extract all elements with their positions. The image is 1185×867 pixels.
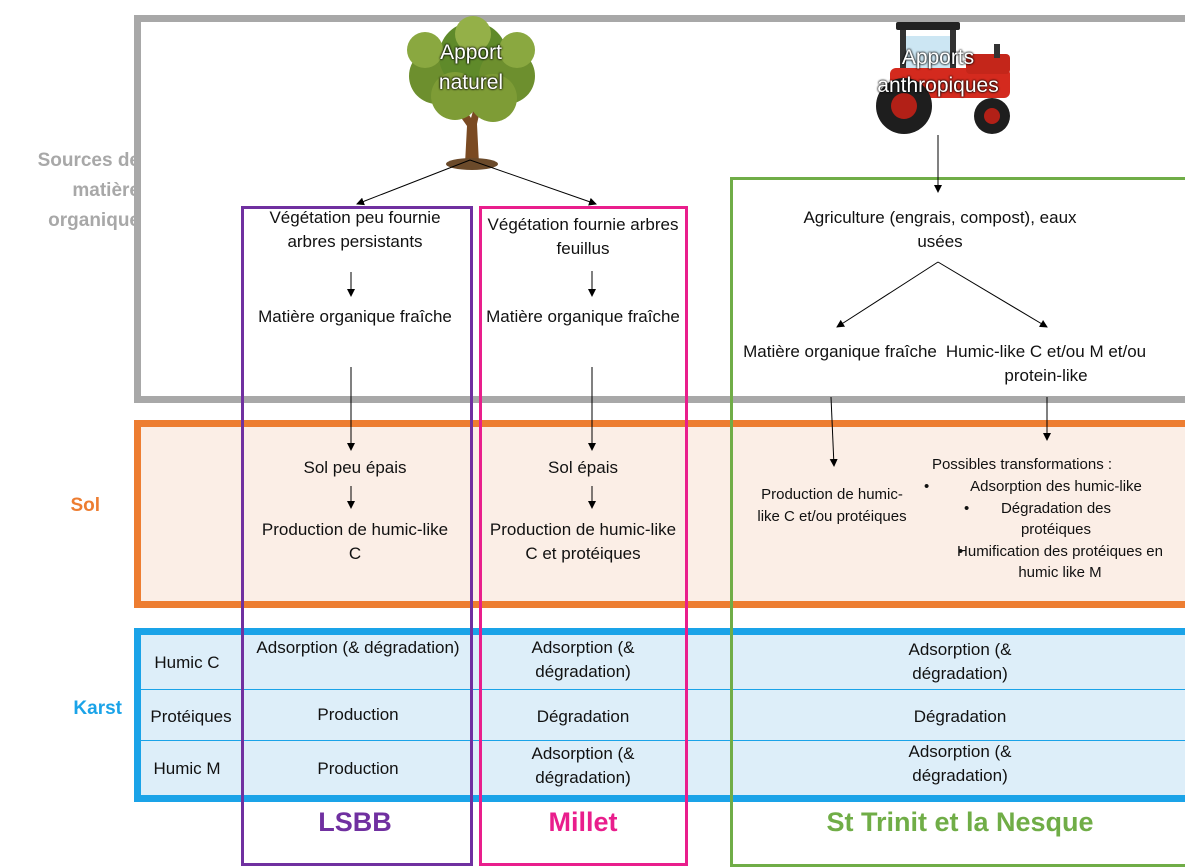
karst-lsbb-humic-c: Adsorption (& dégradation): [256, 638, 460, 657]
karst-row-humic-c: Humic C: [154, 653, 220, 672]
transformation-item: • Dégradation des protéiques: [964, 499, 1112, 539]
lsbb-sol: Sol peu épais: [303, 458, 407, 477]
karst-divider: [141, 740, 1185, 741]
site-lsbb: LSBB: [318, 807, 392, 837]
karst-divider: [141, 689, 1185, 690]
transformation-item: • Adsorption des humic-like: [924, 476, 1182, 498]
millet-mo-fraiche: Matière organique fraîche: [486, 307, 680, 326]
sol-section: [134, 420, 1185, 608]
karst-row-humic-m: Humic M: [153, 759, 221, 778]
karst-millet-humic-m: Adsorption (& dégradation): [531, 744, 635, 787]
millet-production: Production de humic-like C et protéiques: [489, 520, 677, 563]
bullet-icon: •: [924, 478, 930, 495]
st-transformations-title: Possibles transformations :: [931, 456, 1113, 473]
row-label-karst: Karst: [73, 698, 122, 719]
site-st-trinit: St Trinit et la Nesque: [826, 807, 1094, 837]
karst-lsbb-humic-m: Production: [317, 759, 399, 778]
tree-icon: [407, 16, 535, 170]
millet-vegetation: Végétation fournie arbres feuillus: [487, 215, 679, 258]
karst-st-humic-m: Adsorption (& dégradation): [908, 742, 1012, 785]
tree-label: Apport naturel: [438, 41, 504, 94]
millet-sol: Sol épais: [548, 458, 618, 477]
row-label-sources: Sources de matière organique: [37, 150, 140, 231]
lsbb-production: Production de humic-like C: [261, 520, 449, 563]
karst-section: [134, 628, 1185, 802]
transformation-item: • Humification des protéiques en humic l…: [957, 542, 1163, 582]
st-transformations-list: • Adsorption des humic-like • Dégradatio…: [924, 476, 1182, 584]
karst-st-humic-c: Adsorption (& dégradation): [908, 640, 1012, 683]
lsbb-mo-fraiche: Matière organique fraîche: [258, 307, 452, 326]
karst-row-proteiques: Protéiques: [150, 707, 232, 726]
site-millet: Millet: [548, 807, 618, 837]
row-label-sol: Sol: [70, 495, 100, 516]
karst-millet-humic-c: Adsorption (& dégradation): [531, 638, 635, 681]
st-production: Production de humic-like C et/ou protéiq…: [757, 486, 907, 525]
lsbb-vegetation: Végétation peu fournie arbres persistant…: [269, 208, 441, 251]
karst-lsbb-proteiques: Production: [317, 705, 399, 724]
sources-section: [134, 15, 1185, 403]
bullet-icon: •: [958, 542, 964, 560]
st-humic: Humic-like C et/ou M et/ou protein-like: [945, 342, 1147, 385]
bullet-icon: •: [964, 499, 970, 517]
karst-millet-proteiques: Dégradation: [536, 707, 630, 726]
flow-arrows: [347, 135, 1051, 509]
tractor-icon: [876, 22, 1010, 134]
st-agriculture: Agriculture (engrais, compost), eaux usé…: [803, 208, 1077, 251]
st-mo-fraiche: Matière organique fraîche: [743, 342, 937, 361]
karst-st-proteiques: Dégradation: [913, 707, 1007, 726]
tractor-label: Apports anthropiques: [877, 46, 999, 97]
